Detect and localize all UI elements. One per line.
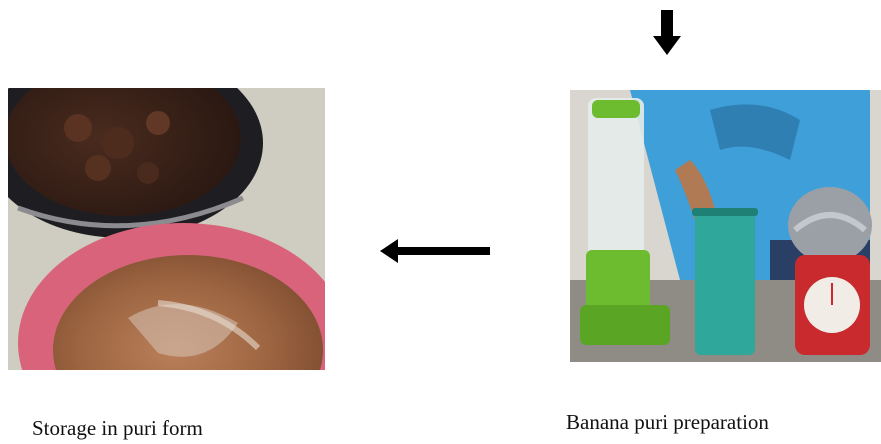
storage-photo: [8, 88, 325, 370]
preparation-photo: [570, 90, 881, 362]
down-arrow-icon: [652, 10, 682, 56]
storage-caption: Storage in puri form: [32, 416, 203, 441]
preparation-caption: Banana puri preparation: [566, 410, 769, 435]
left-arrow-icon: [380, 238, 490, 264]
